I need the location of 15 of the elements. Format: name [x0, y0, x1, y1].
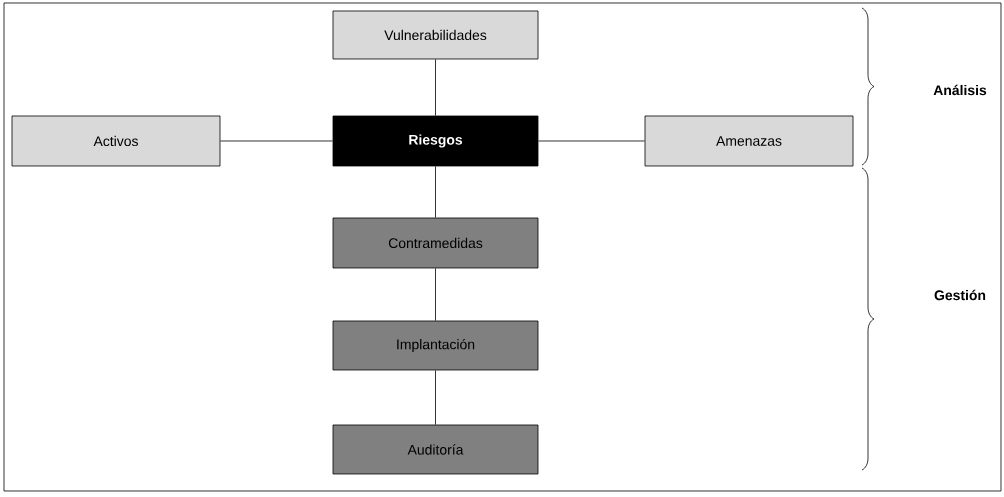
- process-box: Contramedidas: [332, 217, 539, 269]
- process-box: Activos: [11, 115, 221, 167]
- connector-line: [435, 268, 436, 321]
- process-box: Amenazas: [644, 115, 854, 167]
- connector-line: [435, 166, 436, 218]
- connector-line: [435, 59, 436, 116]
- connector-line: [538, 140, 645, 142]
- section-label: Gestión: [934, 289, 986, 301]
- connector-line: [220, 140, 333, 142]
- process-box: Implantación: [332, 320, 539, 371]
- process-box: Riesgos: [332, 115, 539, 167]
- process-box: Vulnerabilidades: [332, 10, 539, 60]
- process-box: Auditoría: [332, 424, 539, 475]
- section-label: Análisis: [933, 84, 987, 96]
- connector-line: [435, 370, 436, 425]
